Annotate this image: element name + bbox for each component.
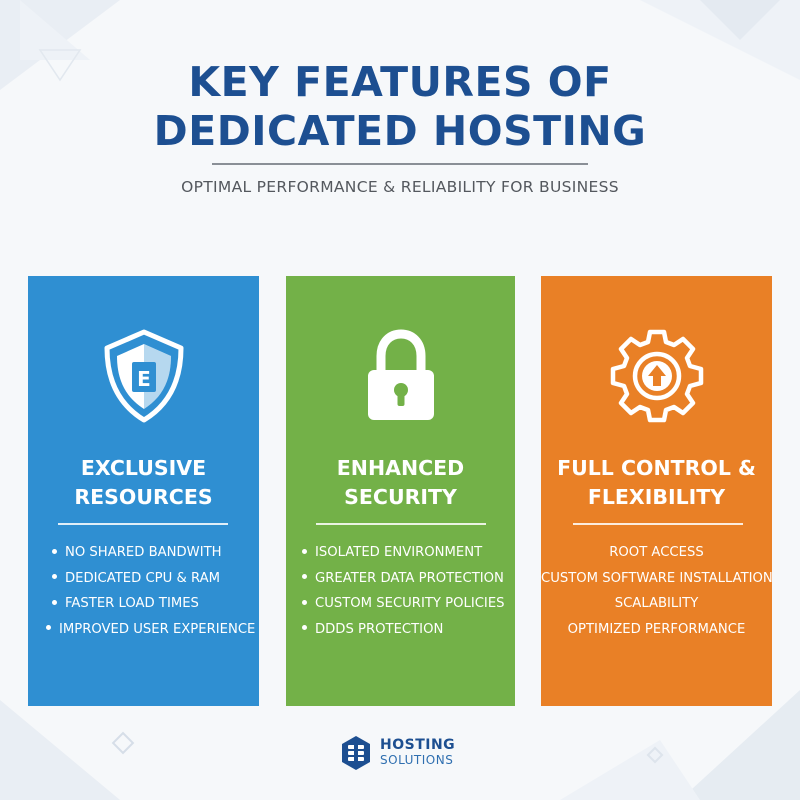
- bullet-icon: [302, 625, 307, 630]
- list-item: DEDICATED CPU & RAM: [52, 566, 259, 592]
- list-item: FASTER LOAD TIMES: [52, 591, 259, 617]
- list-item: CUSTOM SOFTWARE INSTALLATION: [541, 570, 773, 586]
- list-item: NO SHARED BANDWITH: [52, 540, 259, 566]
- brand-subtitle: SOLUTIONS: [380, 753, 454, 767]
- padlock-icon: [286, 328, 515, 424]
- feature-list: ISOLATED ENVIRONMENT GREATER DATA PROTEC…: [286, 540, 515, 642]
- list-item: DDDS PROTECTION: [302, 617, 515, 643]
- list-item: IMPROVED USER EXPERIENCE: [46, 617, 259, 643]
- card-divider: [316, 523, 486, 525]
- list-item: SCALABILITY: [614, 596, 699, 611]
- feature-card-full-control: FULL CONTROL & FLEXIBILITY ROOT ACCESS C…: [541, 276, 773, 706]
- bullet-icon: [302, 548, 307, 554]
- list-item: GREATER DATA PROTECTION: [302, 566, 515, 592]
- card-divider: [573, 523, 743, 525]
- feature-list: ROOT ACCESS CUSTOM SOFTWARE INSTALLATION…: [541, 540, 773, 642]
- server-hexagon-icon: [342, 736, 370, 770]
- bullet-icon: [46, 625, 51, 630]
- page-title-line1: KEY FEATURES OF: [188, 58, 612, 106]
- page-title-line2: DEDICATED HOSTING: [153, 107, 647, 155]
- title-divider: [212, 163, 588, 165]
- card-divider: [58, 523, 228, 525]
- page-subtitle: OPTIMAL PERFORMANCE & RELIABILITY FOR BU…: [181, 178, 619, 196]
- card-title: ENHANCED SECURITY: [336, 456, 465, 509]
- feature-list: NO SHARED BANDWITH DEDICATED CPU & RAM F…: [28, 540, 259, 642]
- card-title: FULL CONTROL & FLEXIBILITY: [557, 456, 756, 509]
- bullet-icon: [302, 599, 307, 605]
- card-title: EXCLUSIVE RESOURCES: [74, 456, 213, 509]
- bullet-icon: [52, 548, 57, 554]
- bullet-icon: [302, 574, 307, 579]
- feature-card-enhanced-security: ENHANCED SECURITY ISOLATED ENVIRONMENT G…: [286, 276, 515, 706]
- brand-name: HOSTING: [380, 737, 456, 753]
- shield-icon: E: [28, 328, 259, 424]
- bullet-icon: [52, 574, 57, 579]
- list-item: CUSTOM SECURITY POLICIES: [302, 591, 515, 617]
- list-item: ROOT ACCESS: [609, 545, 704, 560]
- brand-logo: HOSTING SOLUTIONS: [340, 733, 455, 773]
- svg-text:E: E: [137, 367, 151, 391]
- list-item: OPTIMIZED PERFORMANCE: [567, 621, 746, 637]
- feature-card-exclusive-resources: E EXCLUSIVE RESOURCES NO SHARED BANDWITH…: [28, 276, 259, 706]
- bullet-icon: [52, 599, 57, 605]
- gear-upload-icon: [541, 328, 772, 424]
- list-item: ISOLATED ENVIRONMENT: [302, 540, 515, 566]
